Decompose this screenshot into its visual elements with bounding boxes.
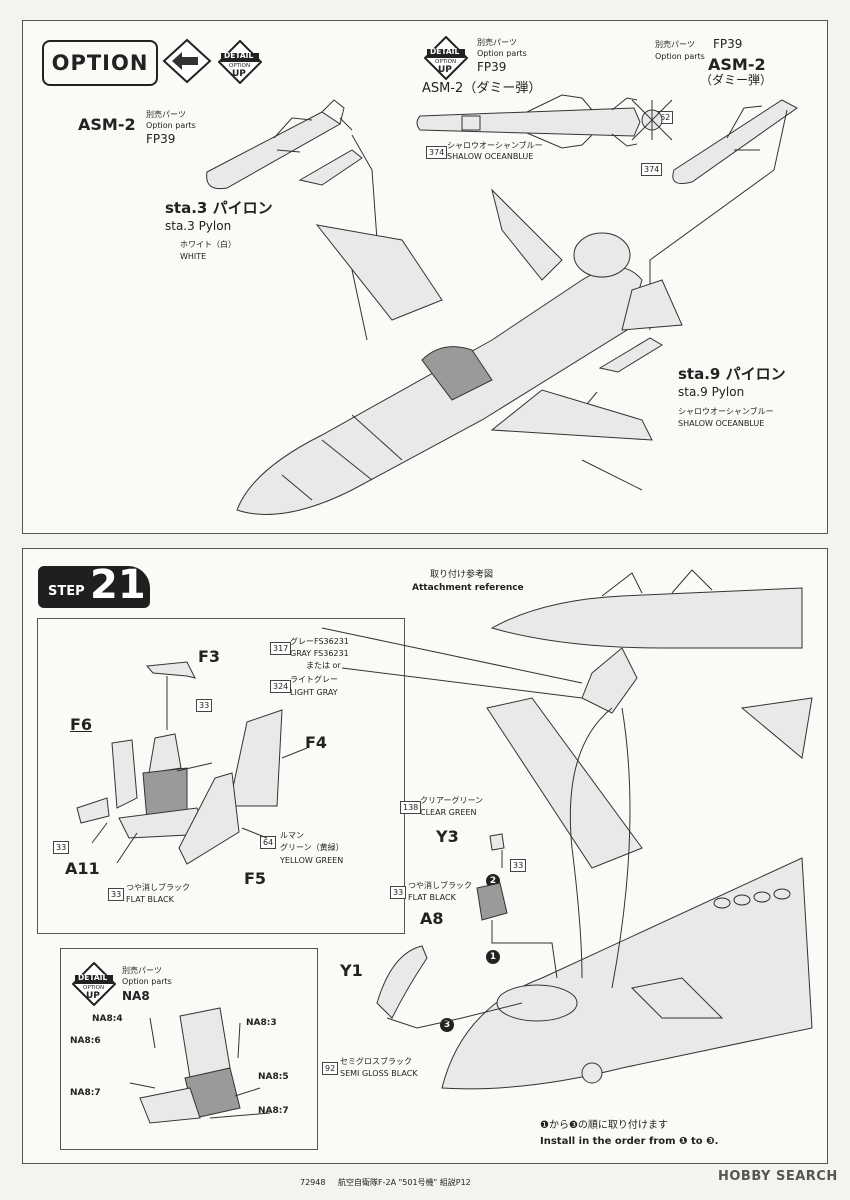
part-f5	[178, 772, 240, 865]
step-badge: STEP 21	[38, 562, 150, 608]
reference-seat	[581, 647, 638, 714]
f2-aircraft	[236, 188, 683, 515]
watermark: HOBBY SEARCH	[718, 1169, 838, 1184]
sta9-pylon	[598, 337, 663, 373]
option-badge: OPTION	[42, 40, 158, 86]
canopy	[496, 984, 578, 1022]
seat-back	[148, 733, 182, 774]
main-aircraft	[441, 857, 813, 1090]
sta3-pylon-label: sta.3 パイロン	[165, 199, 273, 217]
na8-seat-drawing	[129, 1007, 271, 1124]
detail-up-badge-na8: DETAIL OPTION UP	[71, 961, 117, 1007]
asm2-dummy-missile	[416, 94, 641, 149]
asm2-right-title: ASM-2	[708, 55, 766, 74]
option-aircraft-drawing	[206, 94, 798, 515]
footer-title: 航空自衛隊F-2A "501号機" 組説P12	[338, 1178, 471, 1187]
install-order-note: Install in the order from ❶ to ❸.	[540, 1136, 719, 1147]
swap-arrow-icon	[162, 38, 212, 84]
part-f4	[228, 709, 283, 807]
attachment-reference-label: Attachment reference	[412, 583, 524, 593]
detail-up-badge: DETAIL OPTION UP	[217, 39, 263, 85]
sta9-pylon-label: sta.9 パイロン	[678, 365, 786, 383]
detail-up-badge-center: DETAIL OPTION UP	[423, 35, 469, 81]
reference-aircraft	[490, 587, 803, 649]
seat-parts-drawing	[76, 661, 308, 865]
asm2-missile-right	[672, 99, 798, 184]
part-f6	[111, 739, 138, 809]
asm2-dummy-title: ASM-2（ダミー弾）	[422, 81, 542, 96]
asm2-missile-left	[206, 99, 345, 190]
part-y3	[489, 833, 505, 851]
part-y1	[376, 945, 428, 1019]
missile-end-view	[631, 99, 673, 141]
step21-aircraft-drawing	[321, 569, 813, 1090]
part-f3	[145, 661, 196, 679]
part-a8	[476, 882, 508, 921]
asm2-left-title: ASM-2	[78, 115, 136, 134]
sta3-pylon	[298, 149, 363, 186]
